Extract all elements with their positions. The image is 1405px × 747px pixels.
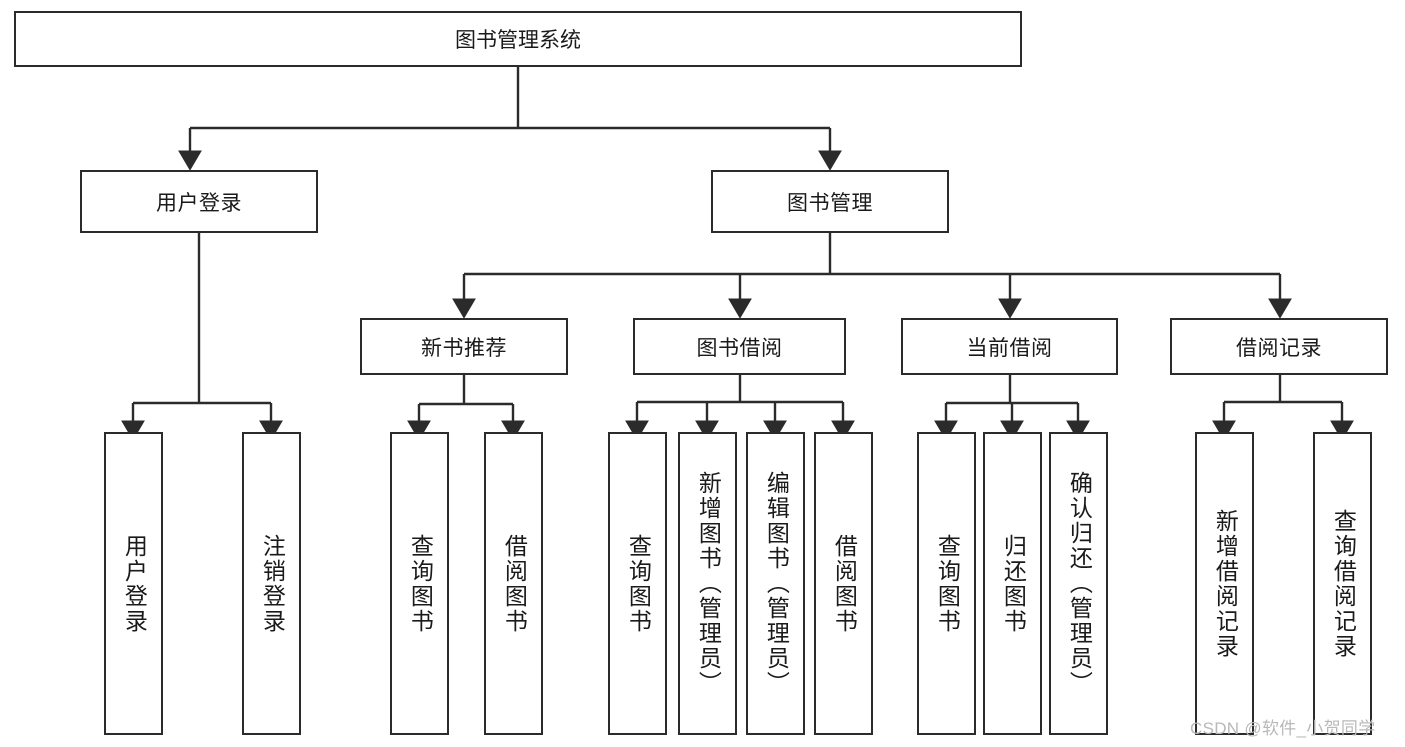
node-label: 当前借阅 [966,336,1053,360]
leaf-label: 新增借阅记录 [1212,508,1239,659]
leaf-add-book[interactable]: 新增图书（管理员） [678,432,737,735]
leaf-label: 编辑图书（管理员） [763,471,790,696]
node-label: 图书管理系统 [455,29,581,52]
leaf-query-book-1[interactable]: 查询图书 [390,432,449,735]
leaf-label: 确认归还（管理员） [1066,471,1093,696]
leaf-user-logout[interactable]: 注销登录 [242,432,301,735]
leaf-label: 查询图书 [407,533,434,634]
csdn-watermark: CSDN @软件_小贺同学 [1190,719,1376,738]
node-label: 图书借阅 [696,336,783,360]
leaf-label: 用户登录 [121,533,148,634]
leaf-add-record[interactable]: 新增借阅记录 [1195,432,1254,735]
node-user-login[interactable]: 用户登录 [80,170,318,233]
node-label: 用户登录 [156,191,242,215]
leaf-query-book-3[interactable]: 查询图书 [917,432,976,735]
leaf-label: 新增图书（管理员） [695,471,722,696]
leaf-label: 查询借阅记录 [1330,508,1357,659]
node-new-book-recommend[interactable]: 新书推荐 [360,318,568,375]
leaf-user-login[interactable]: 用户登录 [104,432,163,735]
leaf-edit-book[interactable]: 编辑图书（管理员） [746,432,805,735]
leaf-query-book-2[interactable]: 查询图书 [608,432,667,735]
node-borrow-record[interactable]: 借阅记录 [1170,318,1388,375]
leaf-label: 借阅图书 [831,533,858,634]
node-label: 借阅记录 [1236,336,1322,360]
node-book-borrow[interactable]: 图书借阅 [633,318,846,375]
leaf-label: 注销登录 [259,533,286,634]
leaf-confirm-return[interactable]: 确认归还（管理员） [1049,432,1108,735]
node-current-borrow[interactable]: 当前借阅 [901,318,1118,375]
leaf-label: 借阅图书 [501,533,528,634]
leaf-query-record[interactable]: 查询借阅记录 [1313,432,1372,735]
leaf-label: 查询图书 [625,533,652,634]
node-book-management[interactable]: 图书管理 [711,170,949,233]
leaf-label: 归还图书 [1000,533,1027,634]
node-root-system[interactable]: 图书管理系统 [14,11,1022,67]
node-label: 新书推荐 [421,336,507,360]
leaf-return-book[interactable]: 归还图书 [983,432,1042,735]
leaf-borrow-book-1[interactable]: 借阅图书 [484,432,543,735]
leaf-borrow-book-2[interactable]: 借阅图书 [814,432,873,735]
node-label: 图书管理 [787,191,873,215]
leaf-label: 查询图书 [934,533,961,634]
